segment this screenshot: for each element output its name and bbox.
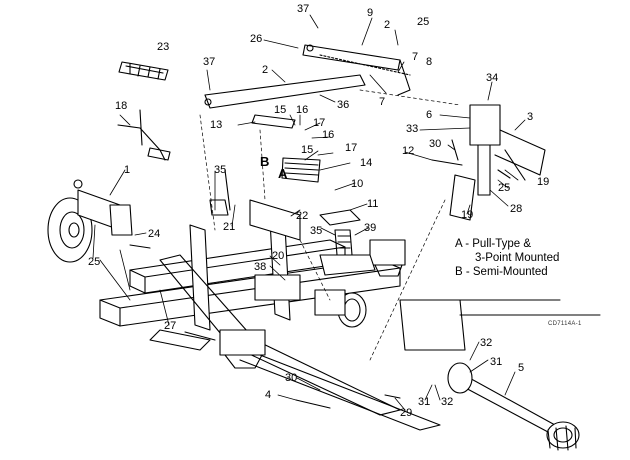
callout-14: 14: [360, 157, 373, 169]
callout-35-mid: 35: [310, 225, 323, 237]
callout-7-lower: 7: [379, 96, 386, 108]
callout-35-left: 35: [214, 164, 227, 176]
callout-17-lower: 17: [345, 142, 358, 154]
wheel-assembly: [47, 179, 133, 263]
main-frame: [99, 199, 601, 431]
callout-21: 21: [223, 221, 236, 233]
callout-12: 12: [402, 145, 415, 157]
callout-18: 18: [115, 100, 128, 112]
callout-10: 10: [351, 178, 364, 190]
callout-37-left: 37: [203, 56, 216, 68]
callout-25-top: 25: [417, 16, 430, 28]
callout-26: 26: [250, 33, 263, 45]
callout-34: 34: [486, 72, 499, 84]
driveline: [447, 362, 580, 451]
callout-1: 1: [124, 164, 131, 176]
figure-code: CD7114A-1: [548, 321, 582, 327]
legend-line-3: B - Semi-Mounted: [455, 266, 548, 278]
top-links: [204, 44, 411, 109]
callout-4: 4: [265, 389, 272, 401]
part-18: [117, 109, 171, 161]
callout-22: 22: [296, 210, 309, 222]
callout-2-top: 2: [384, 19, 391, 31]
callout-32-lower: 32: [441, 396, 454, 408]
callout-16-upper: 16: [296, 104, 309, 116]
callout-3: 3: [527, 111, 534, 123]
callout-20: 20: [272, 250, 285, 262]
callout-38: 38: [254, 261, 267, 273]
callout-6: 6: [426, 109, 433, 121]
callout-24: 24: [148, 228, 161, 240]
callout-8: 8: [426, 56, 433, 68]
callout-30-upper: 30: [429, 138, 442, 150]
callout-27: 27: [164, 320, 177, 332]
callout-25-right: 25: [498, 182, 511, 194]
callout-29: 29: [400, 407, 413, 419]
projection-lines: [199, 89, 461, 361]
callout-25-left: 25: [88, 256, 101, 268]
callout-33: 33: [406, 123, 419, 135]
legend: A - Pull-Type & 3-Point Mounted B - Semi…: [455, 237, 559, 279]
callout-17-upper: 17: [313, 117, 326, 129]
legend-line-1: A - Pull-Type &: [455, 238, 532, 250]
callout-32-upper: 32: [480, 337, 493, 349]
callout-31-upper: 31: [490, 356, 503, 368]
callout-16-lower: 16: [322, 129, 335, 141]
callout-19-right: 19: [537, 176, 550, 188]
callout-37-top: 37: [297, 3, 310, 15]
callout-15-upper: 15: [274, 104, 287, 116]
callout-30-lower: 30: [285, 372, 298, 384]
callout-15-lower: 15: [301, 144, 314, 156]
callout-2-mid: 2: [262, 64, 269, 76]
callout-9: 9: [367, 7, 374, 19]
callout-5: 5: [518, 362, 525, 374]
callout-19-lower: 19: [461, 209, 474, 221]
part-23: [118, 61, 169, 81]
leader-lines: [92, 14, 526, 411]
callout-13: 13: [210, 119, 223, 131]
gearbox-bracket: [251, 114, 321, 183]
callout-36: 36: [337, 99, 350, 111]
callout-28: 28: [510, 203, 523, 215]
marker-b: B: [260, 154, 270, 169]
legend-line-2: 3-Point Mounted: [475, 252, 560, 264]
callout-7-upper: 7: [412, 51, 419, 63]
callout-31-lower: 31: [418, 396, 431, 408]
callout-23: 23: [157, 41, 170, 53]
callout-39: 39: [364, 222, 377, 234]
hitch-tower: [449, 104, 546, 221]
marker-a: A: [278, 166, 288, 181]
callout-11: 11: [367, 198, 379, 210]
